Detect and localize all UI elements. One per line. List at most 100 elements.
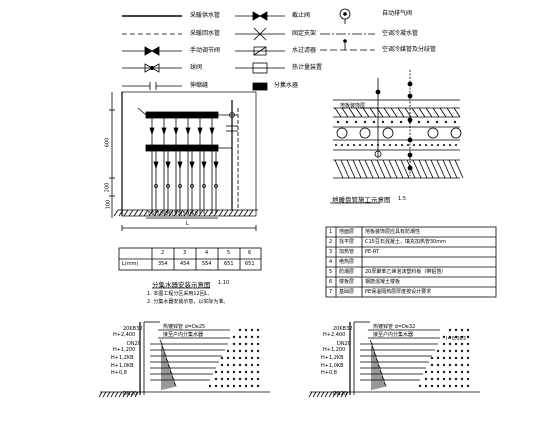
pipe-bend-line — [383, 381, 387, 387]
layer-table-desc: PE-RT — [365, 249, 380, 255]
loop-branches — [149, 118, 219, 214]
hatch-line — [425, 107, 433, 118]
soil-dot — [214, 377, 218, 381]
hatch-line — [439, 107, 447, 118]
floor-section-scale: 1:5 — [398, 196, 407, 202]
aggregate-dot — [354, 120, 358, 124]
hatch-line — [332, 391, 337, 398]
soil-dot — [238, 342, 242, 346]
manifold-scale: 1:10 — [218, 280, 230, 286]
hatch-line — [198, 209, 204, 217]
hatch-line — [114, 391, 119, 398]
branch-valve-icon — [209, 127, 215, 136]
manifold-table-cell-5: 651 — [245, 261, 255, 267]
detail-right-h4: H+1,0KB — [321, 363, 344, 369]
soil-dot — [454, 356, 458, 360]
branch-valve-icon — [189, 161, 195, 170]
soil-dot — [244, 356, 248, 360]
soil-dot — [232, 342, 236, 346]
hatch-line — [454, 159, 464, 179]
soil-dot — [250, 349, 254, 353]
hatch-line — [126, 391, 131, 398]
soil-dot — [250, 363, 254, 367]
soil-dot — [454, 384, 458, 388]
soil-dot — [214, 384, 218, 388]
soil-dot — [454, 335, 458, 339]
aggregate-dot — [388, 143, 391, 146]
hatch-line — [436, 159, 446, 179]
layer-table-name: 防潮层 — [339, 269, 355, 275]
heat-meter-icon — [235, 62, 285, 74]
aggregate-dot — [426, 120, 430, 124]
aggregate-dot — [406, 143, 409, 146]
layer-table-no: 6 — [329, 279, 333, 285]
soil-dot — [460, 377, 464, 381]
hatch-line — [341, 107, 349, 118]
soil-dot — [424, 377, 428, 381]
floor-section-title: 地暖盘管施工示意图 — [332, 196, 391, 204]
soil-dot — [256, 349, 260, 353]
hatch-line — [424, 159, 434, 179]
soil-dot — [442, 342, 446, 346]
soil-dot — [466, 363, 470, 367]
aggregate-dot — [336, 120, 340, 124]
soil-dot — [442, 363, 446, 367]
branch-valve-icon — [149, 127, 155, 136]
branch-valve-icon — [153, 161, 159, 170]
aggregate-dot — [372, 120, 376, 124]
hatch-line — [328, 391, 333, 398]
detail-right-h5: H+0,8 — [321, 370, 337, 376]
layer-table-name: 地面层 — [339, 229, 355, 235]
soil-dot — [460, 335, 464, 339]
detail-right-h3: H+1,2KB — [321, 355, 344, 361]
hatch-line — [432, 107, 440, 118]
hatch-line — [388, 159, 398, 179]
fixed-support-icon — [235, 27, 285, 41]
layer-table-no: 7 — [329, 289, 333, 295]
manifold-dim-600: 600 — [104, 137, 111, 148]
layer-table-desc: 20厚聚苯乙烯泡沫塑料板（带铝箔） — [365, 269, 447, 275]
hatch-line — [362, 107, 370, 118]
hatch-line — [118, 391, 123, 398]
aggregate-dot — [381, 120, 385, 124]
soil-dot — [466, 342, 470, 346]
hatch-line — [138, 209, 144, 217]
soil-dot — [436, 356, 440, 360]
hatch-line — [334, 107, 342, 118]
soil-dot — [436, 349, 440, 353]
detail-left-top: 20KB32 — [123, 326, 143, 332]
soil-dot — [244, 328, 248, 332]
detail-left-h5: H+0,8 — [111, 370, 127, 376]
soil-dot — [226, 363, 230, 367]
soil-dot — [460, 356, 464, 360]
soil-dot — [466, 384, 470, 388]
detail-right-top: 20KB32 — [333, 326, 353, 332]
aggregate-dot — [436, 143, 439, 146]
manifold-table-head-2: 3 — [183, 250, 187, 256]
hatch-line — [143, 209, 149, 217]
soil-dot — [256, 370, 260, 374]
hatch-line — [102, 391, 107, 398]
pipe-bend-line — [173, 381, 177, 387]
soil-dot — [442, 349, 446, 353]
soil-dot — [454, 370, 458, 374]
detail-right-slope: i=0.003 — [446, 336, 466, 342]
aggregate-dot — [430, 143, 433, 146]
hatch-line — [223, 209, 229, 217]
hatch-line — [178, 209, 184, 217]
soil-dot — [256, 377, 260, 381]
soil-dot — [244, 335, 248, 339]
pipe-bend-line — [159, 339, 163, 390]
hatch-line — [163, 209, 169, 217]
legend-label-stop-valve: 截止阀 — [292, 12, 311, 19]
detail-left-h2: H+1,200 — [113, 347, 136, 353]
soil-dot — [250, 328, 254, 332]
hatch-line — [418, 159, 428, 179]
expansion-joint-icon — [122, 82, 182, 90]
hatch-line — [397, 107, 405, 118]
heating-pipe-icon — [382, 127, 394, 139]
soil-dot — [430, 356, 434, 360]
branch-fitting-icon — [166, 184, 170, 188]
